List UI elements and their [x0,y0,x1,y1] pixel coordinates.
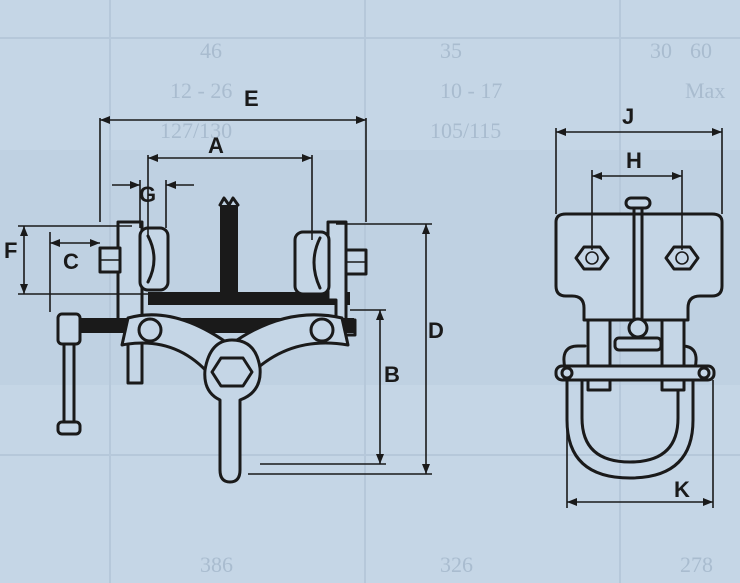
dim-label-h: H [626,148,642,173]
left-pivot-pin [137,317,163,343]
beam-flange [148,292,350,305]
center-bolt-ball [627,317,649,339]
dim-label-d: D [428,318,444,343]
shackle-inner [580,368,680,464]
shackle-outer [565,368,695,480]
front-dimensions: E A G C F D B [4,86,444,475]
center-bolt-collar [613,336,663,352]
side-view [554,196,724,480]
bg-cell: 35 [440,38,462,63]
bg-cell: 105/115 [430,118,501,143]
bg-cell: 60 [690,38,712,63]
left-wheel-curve [146,234,156,284]
t-handle-end [56,420,82,436]
right-wheel [293,230,331,296]
side-dimensions: J H K [555,104,723,508]
hex-hub [210,356,254,388]
dim-label-c: C [63,249,79,274]
dim-label-b: B [384,362,400,387]
beam-break-line [218,196,240,207]
bg-cell: 10 - 17 [440,78,502,103]
dim-label-j: J [622,104,634,129]
bg-cell: 127/130 [160,118,232,143]
bg-cell: Max [685,78,725,103]
hex-nut-right [664,245,700,271]
front-view [56,196,368,484]
beam-web [220,205,238,295]
hex-nut-left [574,245,610,271]
bg-cell: 326 [440,552,473,577]
bg-cell: 30 [650,38,672,63]
dim-label-a: A [208,133,224,158]
bg-cell: 386 [200,552,233,577]
dim-label-f: F [4,238,17,263]
dim-label-k: K [674,477,690,502]
trolley-top-plate [554,212,724,322]
right-pivot-pin [309,317,335,343]
bg-cell: 278 [680,552,713,577]
dim-label-g: G [139,182,156,207]
right-wheel-curve [312,236,322,290]
center-bolt-head [624,196,652,210]
bg-cell: 46 [200,38,222,63]
t-handle-head [56,312,82,346]
bg-cell: 12 - 26 [170,78,232,103]
shackle-pin [554,364,716,382]
dim-label-e: E [244,86,259,111]
